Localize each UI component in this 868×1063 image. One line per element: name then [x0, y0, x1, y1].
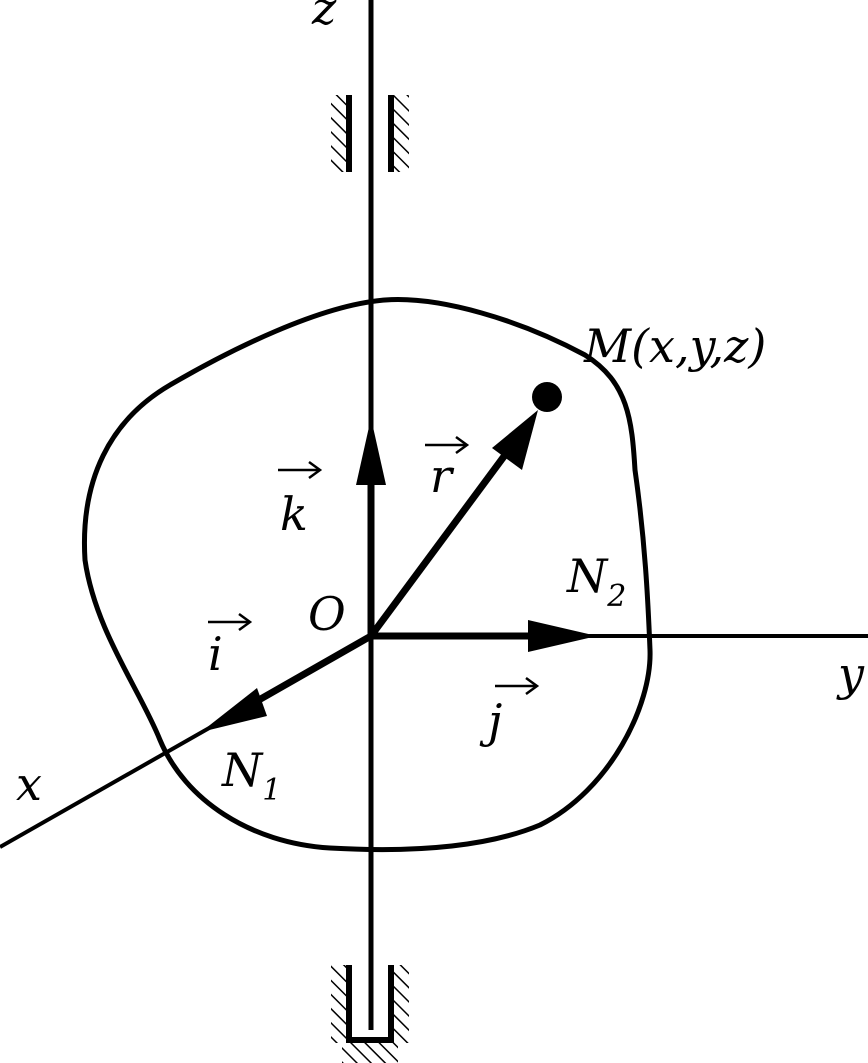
lower-bearing: [331, 965, 409, 1063]
vector-overarrow-i-icon: [208, 612, 253, 632]
unit-vector-i-arrow: [201, 632, 373, 732]
bearing-reaction-n1-index: 1: [262, 773, 281, 808]
unit-vector-k-label: k: [280, 487, 308, 541]
axis-label-z: z: [311, 0, 337, 35]
bearing-reaction-n2-letter: N: [566, 549, 609, 603]
point-m-label: M(x,y,z): [583, 319, 766, 373]
vector-overarrow-r-icon: [425, 435, 470, 455]
svg-text:N2: N2: [566, 549, 626, 614]
body-outline: [81, 297, 653, 853]
radius-vector-label: r: [430, 449, 455, 503]
upper-bearing: [331, 95, 409, 172]
svg-text:N1: N1: [221, 743, 281, 808]
radius-vector-arrow: [368, 410, 538, 639]
unit-vector-j-arrow: [371, 620, 597, 652]
origin-label: O: [308, 587, 346, 641]
bearing-reaction-n2-index: 2: [606, 579, 626, 614]
vector-overarrow-k-icon: [278, 460, 323, 480]
unit-vector-i-label: i: [208, 627, 223, 681]
unit-vector-k-arrow: [356, 418, 386, 636]
axis-label-x: x: [16, 757, 42, 811]
vector-overarrow-j-icon: [495, 676, 540, 696]
point-m-dot: [532, 382, 562, 412]
axis-label-y: y: [836, 647, 865, 701]
unit-vector-j-label: j: [479, 694, 502, 748]
bearing-reaction-n1-letter: N: [221, 743, 264, 797]
